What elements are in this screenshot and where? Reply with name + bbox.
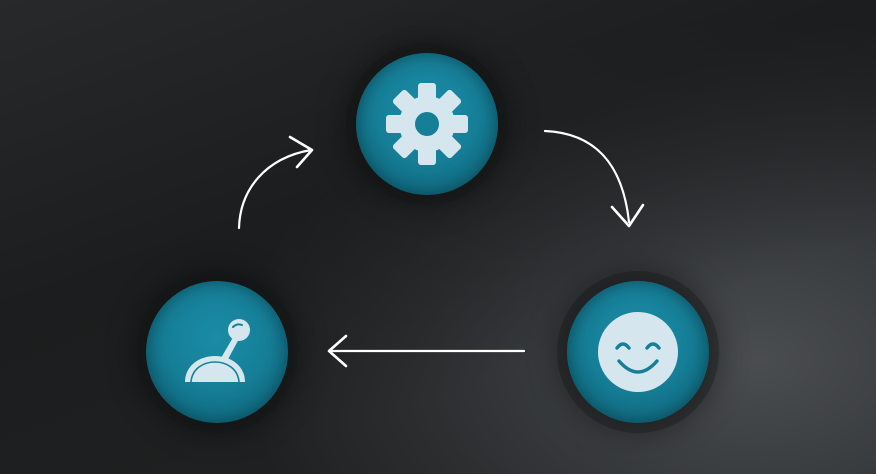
arrowhead-satisfaction-to-control [327,334,348,368]
smiley-face-icon [598,312,678,392]
arrowhead-control-to-settings [288,135,314,169]
control-node [146,281,288,423]
arrowhead-settings-to-satisfaction [610,203,645,228]
settings-node [356,53,498,195]
arrow-settings-to-satisfaction [543,129,631,224]
joystick-lever-icon [185,319,250,383]
gear-icon [386,83,468,165]
satisfaction-node [567,281,709,423]
arrow-control-to-settings [237,148,313,230]
